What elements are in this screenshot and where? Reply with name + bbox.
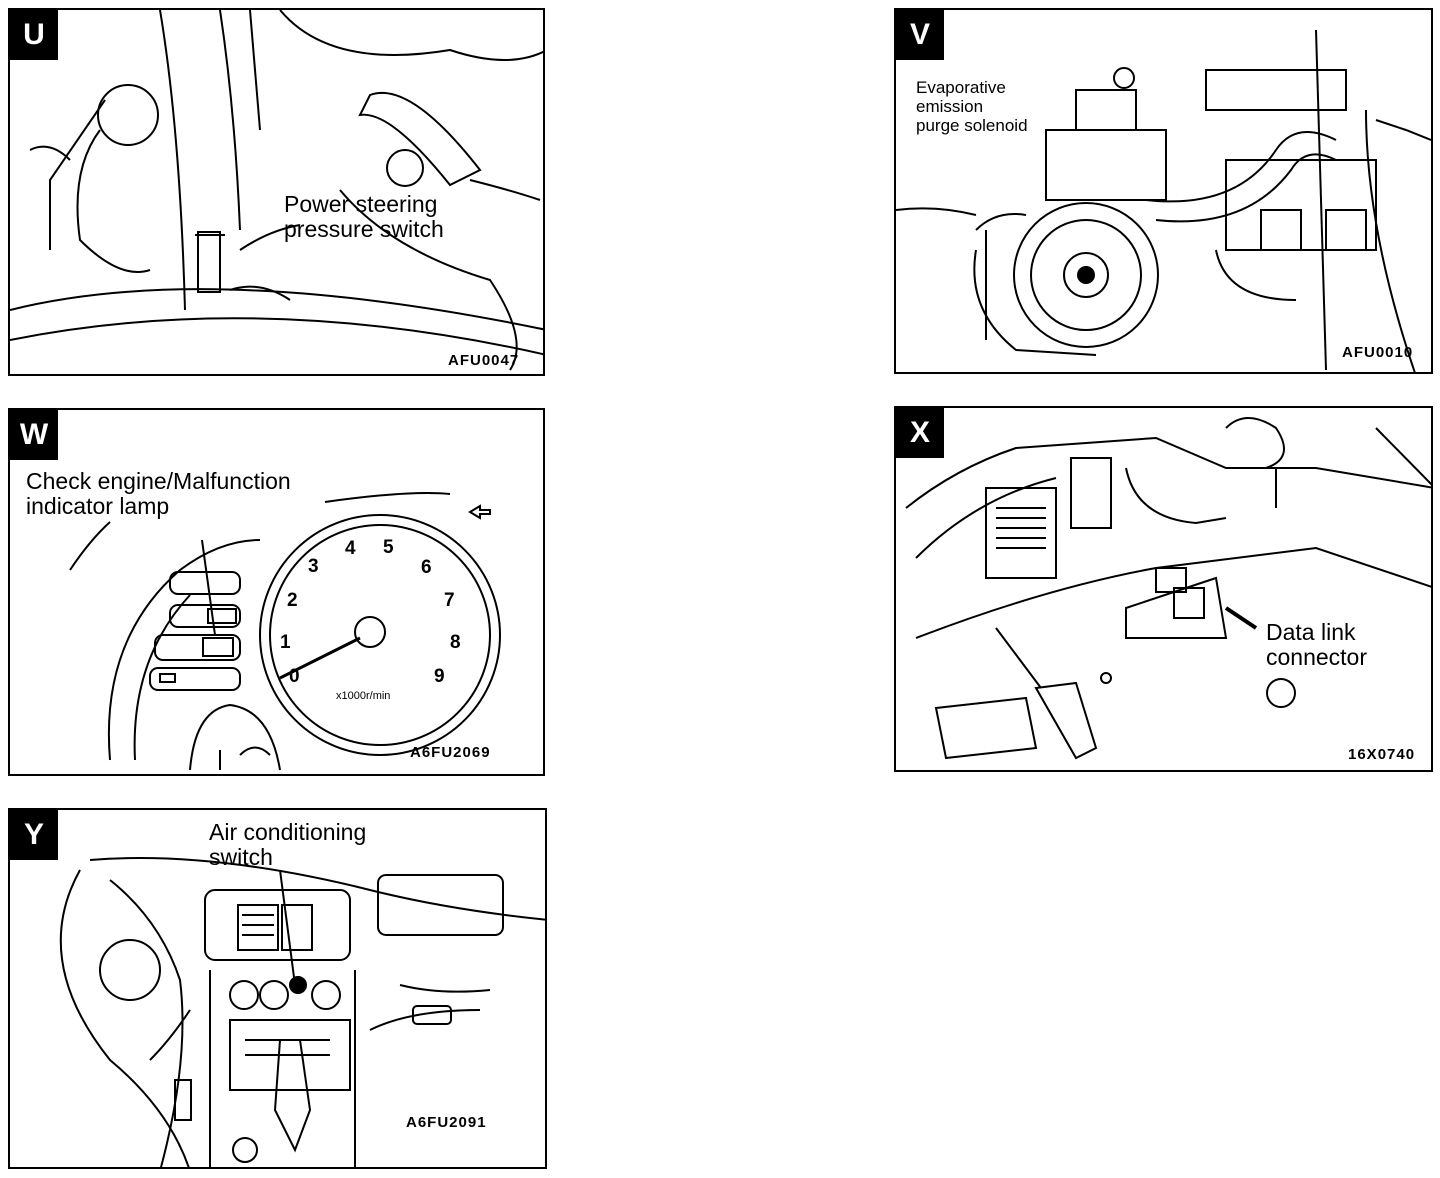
panel-v-tag: V (896, 10, 944, 60)
tach-number: 7 (444, 590, 455, 611)
tach-unit-label: x1000r/min (336, 690, 391, 702)
tach-number: 0 (289, 666, 300, 687)
panel-v-figure-code: AFU0010 (1342, 344, 1414, 361)
panel-u-callout: Power steering pressure switch (284, 191, 444, 242)
purge-solenoid-illustration (896, 29, 1431, 372)
power-steering-illustration (10, 10, 543, 371)
panel-x-tag: X (896, 408, 944, 458)
tach-number: 9 (434, 666, 445, 687)
panel-w: W Check engine/Malfunction indicator lam… (8, 408, 545, 776)
tach-number: 8 (450, 632, 461, 653)
panel-y-tag: Y (10, 810, 58, 860)
panel-v-callout: Evaporative emission purge solenoid (916, 78, 1028, 135)
panel-y-callout: Air conditioning switch (209, 819, 367, 870)
panel-w-tag: W (10, 410, 58, 460)
tach-number: 5 (383, 537, 394, 558)
tach-number: 2 (287, 590, 298, 611)
panel-w-figure-code: A6FU2069 (410, 744, 491, 761)
data-link-connector-illustration (905, 417, 1431, 760)
panel-w-callout: Check engine/Malfunction indicator lamp (26, 468, 291, 519)
panel-y-figure-code-visible: A6FU2091 (406, 1114, 487, 1131)
panel-u-figure-code: AFU0047 (448, 352, 520, 369)
panel-y: Y Air conditioning switch A6FU2091 A6FU2… (8, 808, 547, 1169)
panel-x-callout: Data link connector (1266, 619, 1368, 670)
panel-u-tag: U (10, 10, 58, 60)
panel-u: U Power steering pressure switch AFU0047 (8, 8, 545, 376)
panel-x: X Data link connector 16X0740 (894, 406, 1433, 772)
panel-x-figure-code: 16X0740 (1348, 746, 1416, 763)
panel-v: V Evaporative emission purge solenoid AF… (894, 8, 1433, 374)
dashboard-ac-switch-illustration (59, 857, 545, 1167)
tach-number: 1 (280, 632, 291, 653)
instrument-cluster-illustration (69, 492, 501, 771)
tach-number: 3 (308, 556, 319, 577)
tach-number: 4 (345, 538, 356, 559)
tach-number: 6 (421, 557, 432, 578)
